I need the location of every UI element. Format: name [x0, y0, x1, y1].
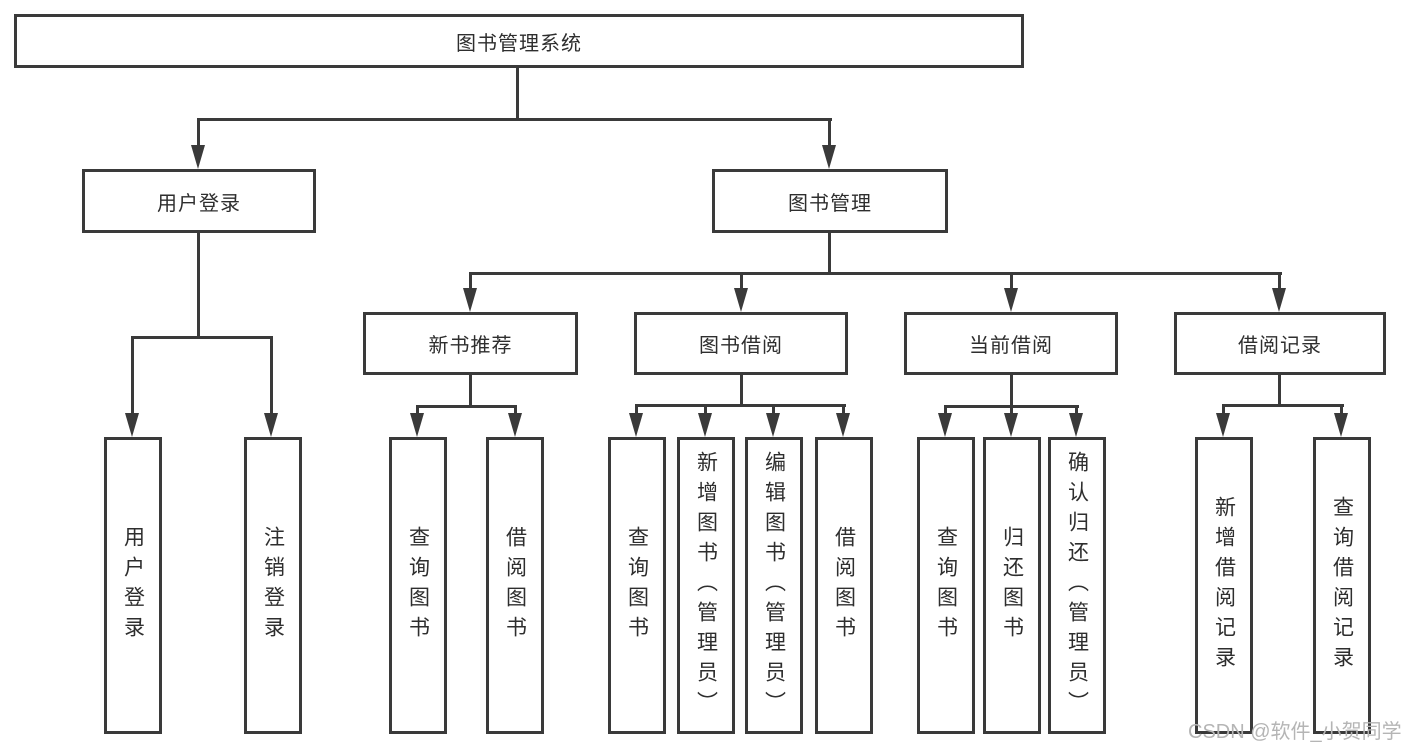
arrowhead-down-icon: [1004, 288, 1018, 312]
arrowhead-down-icon: [766, 413, 780, 437]
node-label: 借阅记录: [1238, 335, 1322, 357]
leaf-add-books-admin: 新增图书（管理员）: [677, 437, 735, 734]
leaf-user-login: 用户登录: [104, 437, 162, 734]
connector-line: [1010, 405, 1013, 415]
node-new-book-recommend: 新书推荐: [363, 312, 578, 375]
leaf-recommend-query-books: 查询图书: [389, 437, 447, 734]
csdn-watermark: CSDN @软件_小贺同学: [1188, 721, 1402, 743]
arrowhead-down-icon: [836, 413, 850, 437]
connector-line: [1340, 404, 1343, 415]
arrowhead-down-icon: [698, 413, 712, 437]
connector-line: [1222, 404, 1225, 415]
connector-line: [842, 404, 845, 415]
connector-line: [469, 272, 1282, 275]
node-label: 借阅图书: [503, 525, 527, 646]
leaf-recommend-borrow-books: 借阅图书: [486, 437, 544, 734]
arrowhead-down-icon: [463, 288, 477, 312]
connector-line: [197, 118, 832, 121]
connector-line: [270, 336, 273, 414]
arrowhead-down-icon: [125, 413, 139, 437]
connector-line: [1075, 405, 1078, 415]
arrowhead-down-icon: [508, 413, 522, 437]
node-label: 借阅图书: [832, 525, 856, 646]
node-label: 新书推荐: [428, 335, 513, 357]
node-label: 查询图书: [934, 525, 958, 646]
node-label: 查询借阅记录: [1330, 495, 1354, 676]
node-label: 确认归还（管理员）: [1065, 450, 1089, 721]
arrowhead-down-icon: [1216, 413, 1230, 437]
leaf-logout: 注销登录: [244, 437, 302, 734]
connector-line: [635, 404, 638, 415]
node-label: 图书管理: [788, 192, 872, 215]
arrowhead-down-icon: [938, 413, 952, 437]
node-label: 用户登录: [121, 525, 145, 646]
node-borrow-records: 借阅记录: [1174, 312, 1386, 375]
connector-line: [516, 66, 519, 118]
connector-line: [1278, 375, 1281, 406]
arrowhead-down-icon: [1272, 288, 1286, 312]
leaf-edit-books-admin: 编辑图书（管理员）: [745, 437, 803, 734]
node-user-login: 用户登录: [82, 169, 316, 233]
node-label: 图书借阅: [699, 335, 783, 357]
node-label: 用户登录: [157, 192, 241, 215]
connector-line: [704, 404, 707, 415]
leaf-borrow-borrow-books: 借阅图书: [815, 437, 873, 734]
connector-line: [197, 233, 200, 339]
connector-line: [635, 404, 846, 407]
arrowhead-down-icon: [410, 413, 424, 437]
arrowhead-down-icon: [734, 288, 748, 312]
node-label: 查询图书: [625, 525, 649, 646]
leaf-confirm-return-admin: 确认归还（管理员）: [1048, 437, 1106, 734]
arrowhead-down-icon: [191, 145, 205, 169]
node-current-borrow: 当前借阅: [904, 312, 1118, 375]
connector-line: [1222, 404, 1344, 407]
node-label: 归还图书: [1000, 525, 1024, 646]
connector-line: [1010, 272, 1013, 290]
leaf-add-borrow-record: 新增借阅记录: [1195, 437, 1253, 734]
node-book-borrow: 图书借阅: [634, 312, 848, 375]
connector-line: [131, 336, 134, 414]
arrowhead-down-icon: [1004, 413, 1018, 437]
connector-line: [469, 375, 472, 408]
leaf-borrow-query-books: 查询图书: [608, 437, 666, 734]
node-label: 编辑图书（管理员）: [762, 450, 786, 721]
connector-line: [740, 272, 743, 290]
leaf-query-borrow-record: 查询借阅记录: [1313, 437, 1371, 734]
node-book-management: 图书管理: [712, 169, 948, 233]
connector-line: [1278, 272, 1281, 290]
node-label: 当前借阅: [969, 335, 1053, 357]
arrowhead-down-icon: [264, 413, 278, 437]
connector-line: [416, 405, 517, 408]
connector-line: [416, 405, 419, 415]
leaf-current-query-books: 查询图书: [917, 437, 975, 734]
connector-line: [828, 118, 831, 147]
connector-line: [131, 336, 273, 339]
connector-line: [514, 405, 517, 415]
node-label: 注销登录: [261, 525, 285, 646]
connector-line: [197, 118, 200, 147]
node-label: 图书管理系统: [456, 32, 582, 55]
arrowhead-down-icon: [1334, 413, 1348, 437]
connector-line: [740, 375, 743, 406]
leaf-return-books: 归还图书: [983, 437, 1041, 734]
node-root-library-system: 图书管理系统: [14, 14, 1024, 68]
node-label: 新增图书（管理员）: [694, 450, 718, 721]
node-label: 查询图书: [406, 525, 430, 646]
connector-line: [828, 233, 831, 274]
connector-line: [772, 404, 775, 415]
arrowhead-down-icon: [629, 413, 643, 437]
connector-line: [1010, 375, 1013, 408]
connector-line: [469, 272, 472, 290]
arrowhead-down-icon: [1069, 413, 1083, 437]
node-label: 新增借阅记录: [1212, 495, 1236, 676]
connector-line: [944, 405, 947, 415]
arrowhead-down-icon: [822, 145, 836, 169]
